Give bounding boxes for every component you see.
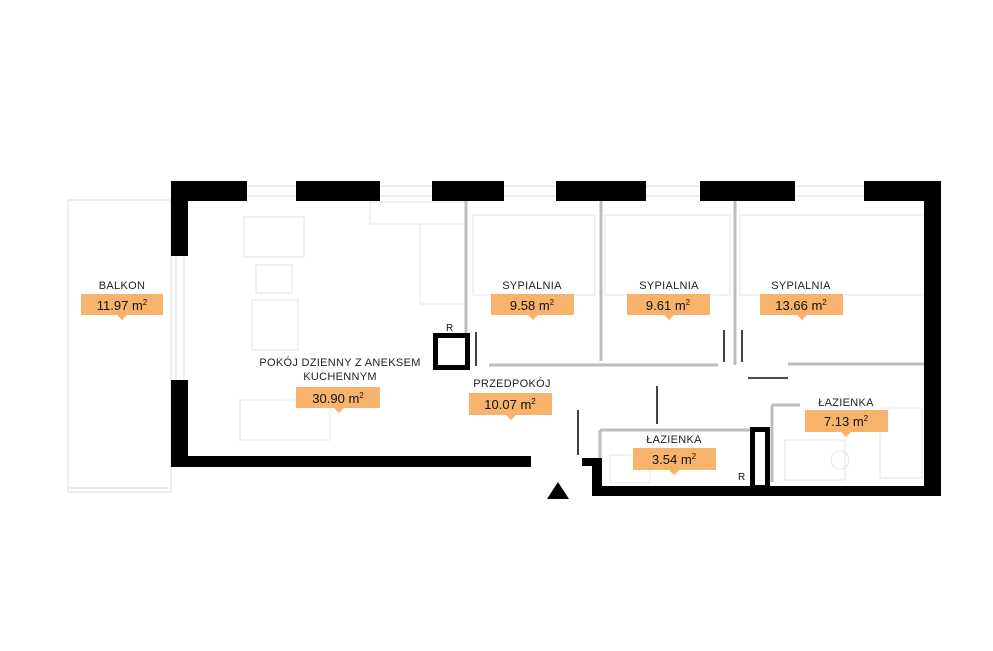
- room-sypialnia-1: SYPIALNIA 9.58 m2: [491, 280, 574, 320]
- balcony-outline: [67, 199, 172, 493]
- area-badge: [81, 294, 163, 320]
- room-label-sypialnia-2: SYPIALNIA: [639, 280, 699, 292]
- riser-label: R: [446, 323, 453, 334]
- triangle-up-icon: [547, 482, 569, 499]
- room-label-balkon: BALKON: [99, 280, 145, 292]
- riser-1: R: [433, 323, 470, 370]
- area-badge: [296, 387, 380, 413]
- area-badge: [469, 393, 552, 420]
- room-label-pokoj-dzienny-line2: KUCHENNYM: [303, 371, 377, 383]
- room-label-sypialnia-3: SYPIALNIA: [771, 280, 831, 292]
- room-sypialnia-3: SYPIALNIA 13.66 m2: [760, 280, 843, 320]
- room-lazienka-2: ŁAZIENKA 7.13 m2: [805, 397, 888, 437]
- room-label-lazienka-1: ŁAZIENKA: [646, 434, 702, 446]
- area-value-pokoj-dzienny: 30.90 m2: [312, 391, 364, 406]
- door-lines: [475, 330, 788, 455]
- room-sypialnia-2: SYPIALNIA 9.61 m2: [627, 280, 710, 320]
- area-badge: [491, 294, 574, 320]
- room-label-przedpokoj: PRZEDPOKÓJ: [473, 377, 551, 390]
- windows: [175, 185, 864, 380]
- area-value-sypialnia-1: 9.58 m2: [510, 298, 555, 313]
- room-label-lazienka-2: ŁAZIENKA: [818, 397, 874, 409]
- riser-label: R: [738, 472, 745, 483]
- area-value-sypialnia-2: 9.61 m2: [646, 298, 691, 313]
- area-value-przedpokoj: 10.07 m2: [484, 397, 536, 412]
- area-value-balkon: 11.97 m2: [97, 298, 148, 313]
- room-przedpokoj: PRZEDPOKÓJ 10.07 m2: [469, 377, 552, 420]
- area-value-lazienka-2: 7.13 m2: [824, 414, 869, 429]
- furniture-layer: [239, 201, 931, 484]
- area-badge: [633, 448, 716, 475]
- area-value-sypialnia-3: 13.66 m2: [775, 298, 827, 313]
- partition-walls: [464, 200, 924, 482]
- area-badge: [627, 294, 710, 320]
- room-label-pokoj-dzienny: POKÓJ DZIENNY Z ANEKSEM: [259, 356, 420, 369]
- room-lazienka-1: ŁAZIENKA 3.54 m2: [633, 434, 716, 475]
- room-label-sypialnia-1: SYPIALNIA: [502, 280, 562, 292]
- exterior-walls: [171, 181, 941, 496]
- room-pokoj-dzienny: POKÓJ DZIENNY Z ANEKSEM KUCHENNYM 30.90 …: [259, 356, 420, 413]
- area-value-lazienka-1: 3.54 m2: [652, 452, 697, 467]
- room-balkon: BALKON 11.97 m2: [81, 280, 163, 320]
- riser-2: R: [738, 427, 770, 490]
- area-badge: [760, 294, 843, 320]
- area-badge: [805, 410, 888, 437]
